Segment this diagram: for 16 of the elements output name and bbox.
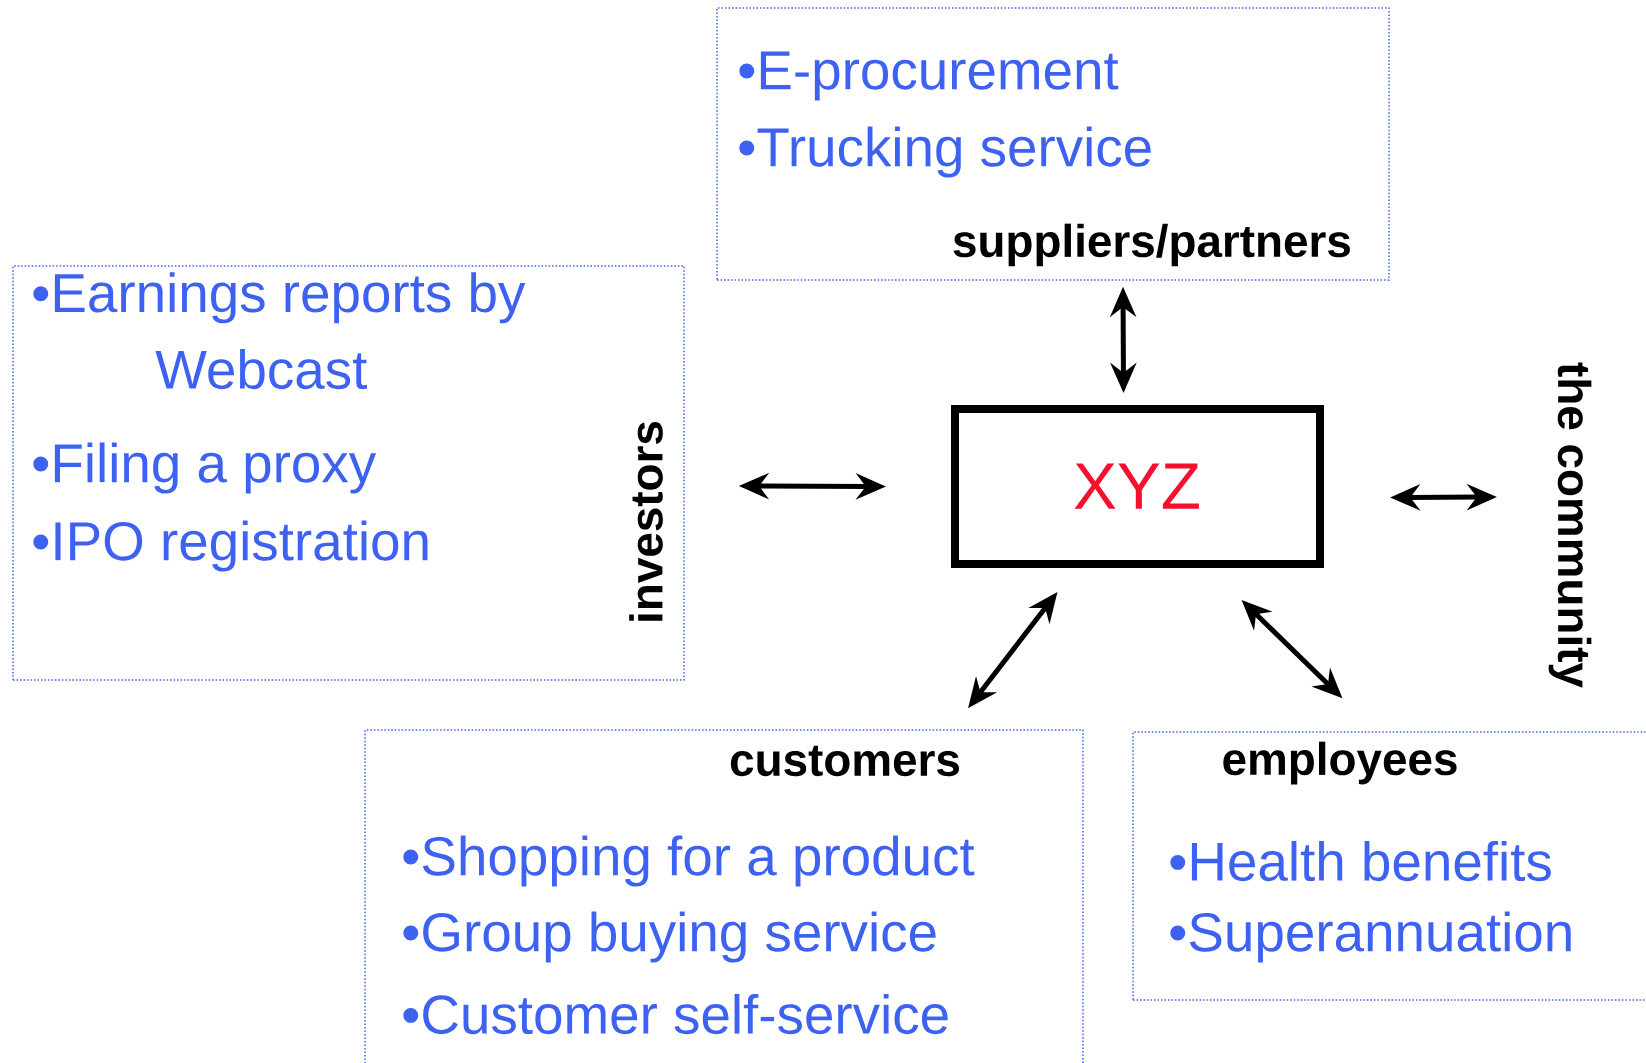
bullet-text: •Superannuation: [1170, 911, 1571, 963]
group-label: employees: [1223, 741, 1457, 785]
group-label: the community: [1548, 362, 1592, 688]
group-label: suppliers/partners: [953, 223, 1350, 267]
group-label: investors: [629, 422, 663, 621]
group-label: customers: [730, 745, 959, 777]
bullet-text: •Earnings reports by Webcast: [33, 272, 526, 390]
company-name: XYZ: [1074, 463, 1199, 509]
bullet-text: •IPO registration: [33, 520, 428, 572]
bullet-text: •Trucking service: [739, 126, 1151, 178]
bullet-text: •Shopping for a product: [403, 835, 975, 887]
bullet-text: •E-procurement: [739, 51, 1119, 101]
bullet-text: •Filing a proxy: [33, 442, 377, 494]
bullet-text: •Group buying service: [403, 911, 936, 963]
bullet-text: •Health benefits: [1170, 840, 1551, 882]
bullet-text: •Customer self-service: [403, 993, 948, 1035]
